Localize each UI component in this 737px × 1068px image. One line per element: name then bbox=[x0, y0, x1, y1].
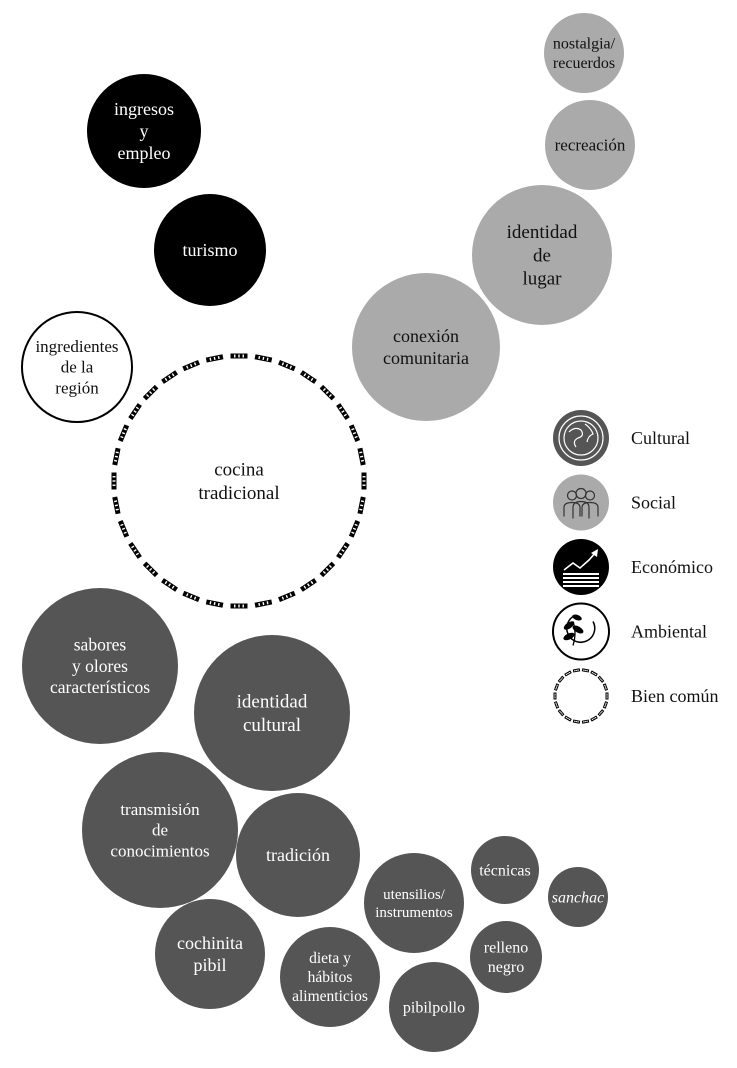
bubble-identidad-cultural-circle bbox=[194, 635, 350, 791]
bubble-identidad-cultural-label: identidad bbox=[237, 692, 308, 713]
bubble-transmision-label: de bbox=[152, 821, 168, 840]
bubble-sabores-label: sabores bbox=[74, 634, 127, 654]
bubble-turismo: turismo bbox=[154, 194, 266, 306]
bubble-tecnicas-label: técnicas bbox=[479, 862, 531, 879]
bubble-ingresos-label: y bbox=[140, 121, 149, 141]
bubble-cochinita-label: cochinita bbox=[177, 933, 243, 953]
bubble-cochinita-label: pibil bbox=[193, 955, 226, 975]
legend-item-economico: Económico bbox=[553, 539, 713, 595]
leaf-icon bbox=[552, 602, 610, 661]
growth-chart-icon bbox=[553, 539, 609, 595]
bubble-sanchac-label: sanchac bbox=[552, 889, 604, 906]
bubble-utensilios-label: instrumentos bbox=[375, 905, 453, 921]
legend-label-ambiental: Ambiental bbox=[631, 622, 707, 642]
legend-item-cultural: Cultural bbox=[553, 410, 690, 466]
bubble-identidad-lugar-label: identidad bbox=[507, 222, 578, 243]
bubble-transmision-label: transmisión bbox=[120, 800, 200, 819]
bubble-pibilpollo: pibilpollo bbox=[389, 962, 479, 1052]
bubble-ingresos-label: ingresos bbox=[114, 99, 174, 119]
bubble-tecnicas: técnicas bbox=[471, 836, 539, 904]
bubble-relleno-circle bbox=[470, 921, 542, 993]
bubble-sabores-label: característicos bbox=[50, 677, 150, 697]
bubble-sanchac: sanchac bbox=[548, 867, 608, 927]
bubble-utensilios-circle bbox=[364, 853, 464, 953]
bubble-recreacion-circle bbox=[545, 100, 635, 190]
bubble-tecnicas-circle bbox=[471, 836, 539, 904]
bubble-ingredientes-label: de la bbox=[61, 358, 94, 377]
bubble-ingredientes-label: ingredientes bbox=[35, 337, 118, 356]
legend-label-bien_comun: Bien común bbox=[631, 686, 719, 706]
bubble-dieta-label: dieta y bbox=[309, 950, 351, 967]
bubble-tradicion: tradición bbox=[236, 793, 360, 917]
bubble-conexion-circle bbox=[352, 273, 500, 421]
bubble-relleno: relleno negro bbox=[470, 921, 542, 993]
bubble-transmision-label: conocimientos bbox=[110, 841, 209, 860]
bubble-ingredientes-circle bbox=[21, 311, 133, 423]
bubble-sabores-circle bbox=[22, 588, 178, 744]
bubble-dieta-label: hábitos bbox=[308, 969, 353, 986]
legend-label-economico: Económico bbox=[631, 557, 713, 577]
bubble-dieta-circle bbox=[280, 927, 380, 1027]
bubble-turismo-circle bbox=[154, 194, 266, 306]
center-label: cocina bbox=[214, 460, 264, 481]
bubble-nostalgia-label: nostalgia/ bbox=[553, 36, 616, 53]
bubble-ingredientes-label: región bbox=[55, 378, 99, 397]
bubble-transmision-circle bbox=[82, 752, 238, 908]
bubble-identidad-cultural-label: cultural bbox=[243, 715, 301, 736]
bubble-sanchac-circle bbox=[548, 867, 608, 927]
people-icon bbox=[553, 474, 609, 531]
bubble-relleno-label: relleno bbox=[484, 940, 528, 957]
bubble-identidad-lugar-circle bbox=[472, 185, 612, 325]
bubble-utensilios: utensilios/instrumentos bbox=[364, 853, 464, 953]
bubble-turismo-label: turismo bbox=[182, 240, 237, 260]
legend-dashed-ring bbox=[553, 668, 609, 724]
legend-item-bien_comun: Bien común bbox=[553, 668, 719, 724]
legend-item-social: Social bbox=[553, 474, 676, 531]
bubble-conexion-label: comunitaria bbox=[383, 348, 469, 368]
legend-label-social: Social bbox=[631, 493, 676, 513]
bubble-utensilios-label: utensilios/ bbox=[383, 887, 446, 903]
bubble-sabores-label: y olores bbox=[72, 656, 128, 676]
legend-label-cultural: Cultural bbox=[631, 428, 690, 448]
bubble-cochinita-circle bbox=[155, 899, 265, 1009]
bubble-recreacion: recreación bbox=[545, 100, 635, 190]
bubble-ingresos-circle bbox=[87, 74, 201, 188]
bubble-conexion-label: conexión bbox=[393, 326, 459, 346]
bubble-identidad-lugar-label: de bbox=[533, 245, 551, 266]
bubble-dieta-label: alimenticios bbox=[292, 988, 368, 1005]
bubble-identidad-lugar-label: lugar bbox=[522, 268, 562, 289]
center-dashed-ring bbox=[111, 353, 367, 609]
legend-item-ambiental: Ambiental bbox=[552, 602, 707, 661]
bubble-nostalgia: nostalgia/recuerdos bbox=[544, 13, 624, 93]
bubble-relleno-label: negro bbox=[488, 959, 524, 976]
bubble-ingresos-label: empleo bbox=[118, 143, 171, 163]
center-label: tradicional bbox=[198, 483, 279, 504]
bubble-dieta: dieta y hábitos alimenticios bbox=[280, 927, 380, 1027]
bubble-nostalgia-circle bbox=[544, 13, 624, 93]
bubble-pibilpollo-label: pibilpollo bbox=[403, 999, 465, 1016]
bubbles-layer: nostalgia/recuerdosrecreaciónidentidadde… bbox=[21, 13, 635, 1052]
bubble-tradicion-circle bbox=[236, 793, 360, 917]
bubble-recreacion-label: recreación bbox=[555, 136, 626, 155]
dashed-ring-icon bbox=[553, 668, 609, 724]
bubble-tradicion-label: tradición bbox=[266, 845, 330, 865]
bubble-nostalgia-label: recuerdos bbox=[553, 55, 615, 72]
bubble-pibilpollo-circle bbox=[389, 962, 479, 1052]
globe-icon bbox=[553, 410, 609, 466]
